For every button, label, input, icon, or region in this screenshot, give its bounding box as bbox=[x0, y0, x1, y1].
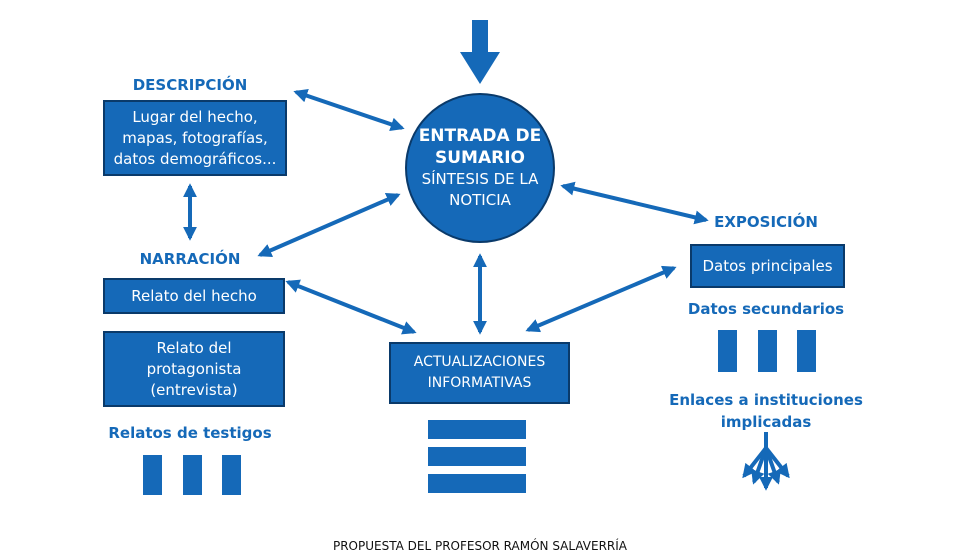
incoming-arrow-icon bbox=[460, 20, 500, 84]
datos-secundarios-label: Datos secundarios bbox=[687, 300, 845, 318]
actualizaciones-box: ACTUALIZACIONES INFORMATIVAS bbox=[389, 342, 570, 404]
narracion-heading: NARRACIÓN bbox=[139, 250, 241, 268]
testigos-bars-icon bbox=[143, 455, 241, 495]
descripcion-box: Lugar del hecho, mapas, fotografías, dat… bbox=[103, 100, 287, 176]
entrada-sumario-node: ENTRADA DE SUMARIO SÍNTESIS DE LA NOTICI… bbox=[405, 93, 555, 243]
relato-protagonista-box: Relato del protagonista (entrevista) bbox=[103, 331, 285, 407]
secundarios-bars-icon bbox=[718, 330, 816, 372]
connector-actualizaciones-exposicion bbox=[525, 265, 677, 333]
descripcion-heading: DESCRIPCIÓN bbox=[132, 76, 248, 94]
enlaces-links-icon bbox=[742, 432, 790, 491]
relatos-testigos-label: Relatos de testigos bbox=[108, 424, 272, 442]
datos-principales-box: Datos principales bbox=[690, 244, 845, 288]
entrada-sumario-title: ENTRADA DE SUMARIO bbox=[418, 126, 542, 168]
footer-credit: PROPUESTA DEL PROFESOR RAMÓN SALAVERRÍA bbox=[332, 539, 628, 553]
sintesis-noticia-subtitle: SÍNTESIS DE LA NOTICIA bbox=[421, 170, 539, 209]
enlaces-instituciones-label: Enlaces a instituciones implicadas bbox=[669, 391, 863, 431]
connector-center-exposicion bbox=[560, 181, 709, 225]
relato-hecho-box: Relato del hecho bbox=[103, 278, 285, 314]
connector-relato-actualizaciones bbox=[285, 279, 417, 335]
connector-center-narracion bbox=[257, 193, 401, 257]
actualizaciones-stack-icon bbox=[428, 420, 526, 493]
exposicion-heading: EXPOSICIÓN bbox=[714, 213, 818, 231]
connector-center-descripcion bbox=[293, 88, 405, 132]
